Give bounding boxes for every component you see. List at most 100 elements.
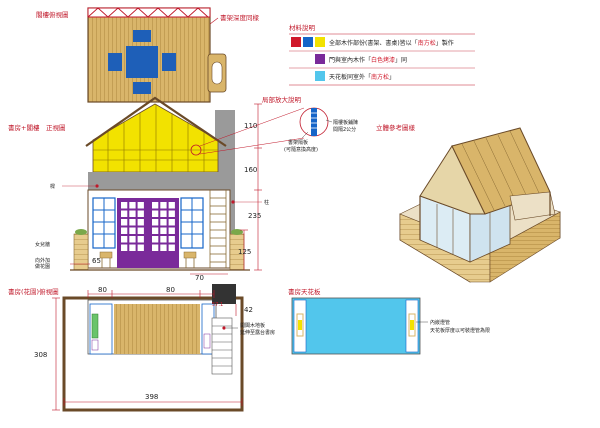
ceiling-panel — [291, 297, 421, 355]
dim-70: 70 — [195, 274, 204, 282]
door-pane — [160, 227, 167, 234]
door-pane — [160, 236, 167, 243]
dim-80-left: 80 — [98, 286, 107, 294]
perspective-view: 立體參考圖樣 — [376, 123, 561, 283]
loft-railing — [87, 7, 211, 18]
ceiling-note-2: 天花板厚度以可裝燈管為限 — [430, 327, 490, 334]
door-pane — [121, 236, 128, 243]
dim-308: 308 — [34, 351, 47, 359]
ceiling-title: 書房天花板 — [288, 287, 321, 296]
door-pane — [121, 219, 128, 226]
door-pane — [137, 202, 144, 209]
right-plant — [231, 229, 243, 235]
study-plan: 書房(花園)俯視圖 — [8, 284, 275, 412]
door-pane — [168, 236, 175, 243]
stool-right — [183, 251, 197, 259]
door-pane — [121, 227, 128, 234]
door-pane — [152, 202, 159, 209]
stool-left — [99, 251, 113, 259]
bookcase-grid-1: 書架隔板 — [288, 139, 308, 146]
gable-bookcase — [92, 103, 219, 173]
dim-80-right: 80 — [166, 286, 175, 294]
gable-grid — [93, 105, 218, 172]
door-panes — [121, 202, 175, 251]
legend-swatch-purple — [315, 54, 325, 64]
loft-chair-right — [162, 53, 176, 71]
front-elevation: 書房+閣樓 正視圖 — [8, 96, 269, 282]
legend-title: 材料說明 — [289, 23, 316, 32]
door-pane — [129, 210, 136, 217]
elevation-dimensions — [70, 103, 262, 275]
legend-row-3: 天花板同室外「南方松」 — [329, 73, 395, 81]
door-pane — [160, 244, 167, 251]
roof-line — [85, 96, 227, 147]
loft-ladder-hole — [211, 61, 223, 85]
study-stair — [211, 317, 233, 375]
legend-swatch-cyan — [315, 71, 325, 81]
legend-swatch-red — [291, 37, 301, 47]
door-pane — [168, 202, 175, 209]
left-plant — [75, 229, 87, 235]
dim-57: 57.1 — [212, 302, 223, 308]
beam-label: 樑 — [50, 183, 55, 190]
loft-plan: 閣樓俯視圖 書架深度同樑 — [36, 7, 260, 103]
bookcase-grid-2: (可隨意換高度) — [284, 146, 318, 153]
door-pane — [168, 244, 175, 251]
detail-callout: 局部放大說明 隔樓板鋪陳 間隔2公分 書架隔板 (可隨意換高度) — [190, 95, 358, 156]
door-pane — [129, 236, 136, 243]
door-pane — [160, 202, 167, 209]
door-pane — [168, 227, 175, 234]
door-pane — [137, 244, 144, 251]
door-pane — [137, 236, 144, 243]
legend-swatch-yellow — [315, 37, 325, 47]
ceiling-plan: 書房天花板 內嵌燈管 天花板厚度以可裝燈管為限 — [288, 287, 490, 355]
ceiling-note-1: 內嵌燈管 — [430, 319, 450, 326]
parapet-label: 女兒牆 — [35, 241, 50, 248]
door-pane — [168, 219, 175, 226]
floor-note-2: 延伸至露台書房 — [240, 329, 275, 336]
door-pane — [160, 219, 167, 226]
door-pane — [152, 227, 159, 234]
legend-row-1: 全部木作部份(書架、書桌)皆以「南方松」製作 — [329, 39, 454, 47]
left-bookcase — [92, 197, 116, 249]
railing-lattice — [87, 7, 209, 18]
pillar-label: 柱 — [264, 199, 269, 206]
door-pane — [137, 227, 144, 234]
detail-title: 局部放大說明 — [262, 95, 302, 104]
door-pane — [152, 244, 159, 251]
door-pane — [137, 219, 144, 226]
loft-plan-title: 閣樓俯視圖 — [36, 10, 69, 19]
study-floorboards — [114, 304, 200, 354]
planter-label-2: 做花園 — [35, 263, 50, 270]
dim-235: 235 — [248, 212, 261, 220]
material-legend: 材料說明 全部木作部份(書架、書桌)皆以「南方松」製作 門與室內木作「白色烤漆」… — [289, 23, 475, 86]
loft-table — [126, 46, 158, 78]
door-pane — [129, 244, 136, 251]
ladder — [209, 190, 227, 268]
loft-chair-top — [133, 30, 151, 42]
board-spacing-2: 間隔2公分 — [333, 126, 356, 133]
door-pane — [152, 236, 159, 243]
study-dimensions — [52, 290, 243, 411]
door-pane — [129, 227, 136, 234]
elevation-title: 書房+閣樓 正視圖 — [8, 123, 65, 132]
dim-160: 160 — [244, 166, 257, 174]
dim-398: 398 — [145, 393, 158, 401]
door-pane — [121, 210, 128, 217]
perspective-title: 立體參考圖樣 — [376, 123, 416, 132]
door-pane — [137, 210, 144, 217]
study-chimney — [212, 284, 236, 304]
dim-42: 42 — [244, 306, 253, 314]
board-spacing-1: 隔樓板鋪陳 — [333, 119, 358, 126]
right-bookcase — [180, 197, 204, 249]
floor-note-1: 開閣木地板 — [240, 322, 265, 329]
door-pane — [129, 202, 136, 209]
legend-row-2: 門與室內木作「白色烤漆」同 — [329, 56, 407, 64]
door-pane — [160, 210, 167, 217]
dim-65: 65 — [92, 257, 101, 265]
dim-125: 125 — [238, 248, 251, 256]
study-outer-wall — [62, 296, 244, 412]
bookcase-depth-note: 書架深度同樑 — [220, 13, 260, 22]
